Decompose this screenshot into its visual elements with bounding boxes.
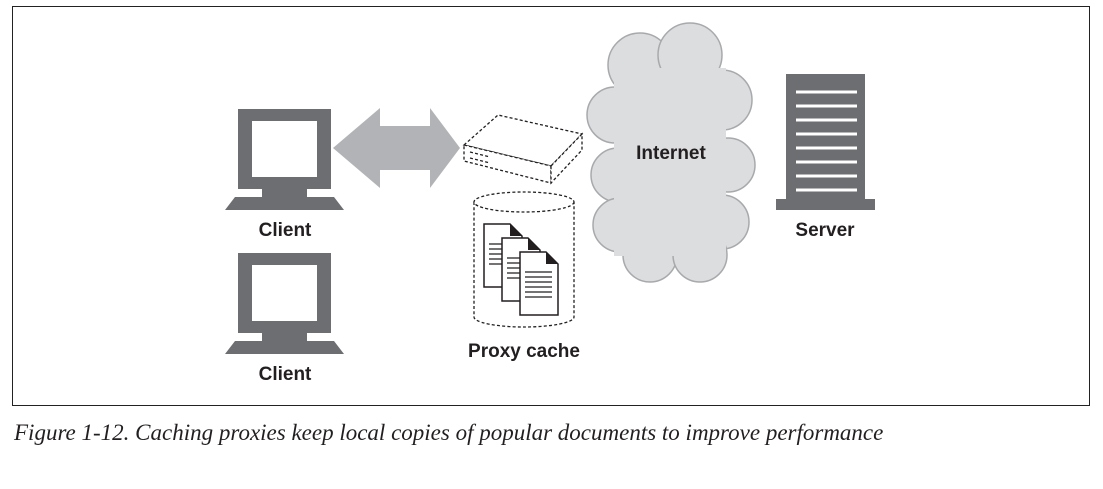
internet-label: Internet xyxy=(636,143,706,164)
cloud-icon xyxy=(586,22,756,283)
server-tower-icon xyxy=(776,74,875,210)
figure-frame xyxy=(12,6,1090,406)
server-label: Server xyxy=(795,220,855,241)
figure-caption: Figure 1-12. Caching proxies keep local … xyxy=(14,420,884,445)
proxy-cache-label: Proxy cache xyxy=(468,341,580,362)
client-bottom-icon xyxy=(225,253,344,354)
proxy-device-icon xyxy=(462,114,584,185)
bidirectional-arrow xyxy=(333,108,460,188)
client-bottom-label: Client xyxy=(259,364,312,385)
cache-storage-icon xyxy=(473,191,575,328)
client-top-icon xyxy=(225,109,344,210)
client-top-label: Client xyxy=(259,220,312,241)
document-icon xyxy=(519,251,559,316)
